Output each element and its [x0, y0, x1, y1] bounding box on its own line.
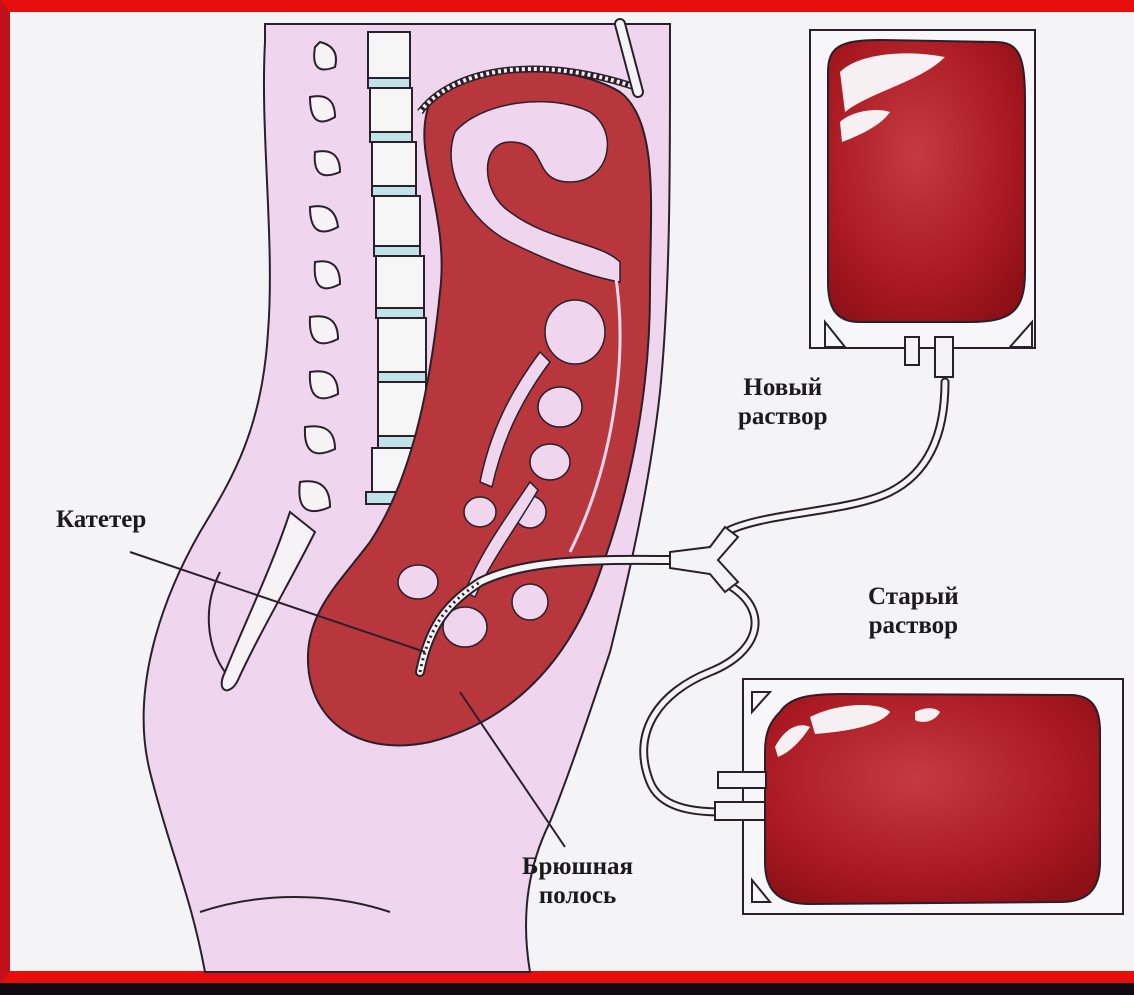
new-solution-label: Новый раствор: [738, 373, 828, 431]
catheter-label: Катетер: [56, 505, 146, 534]
new-solution-bag: [810, 30, 1035, 377]
old-solution-bag: [715, 679, 1123, 914]
y-connector: [670, 527, 738, 592]
peritoneal-dialysis-illustration: [10, 12, 1134, 995]
abdominal-cavity-label: Брюшная полось: [522, 852, 633, 910]
old-solution-label: Старый раствор: [868, 582, 959, 640]
